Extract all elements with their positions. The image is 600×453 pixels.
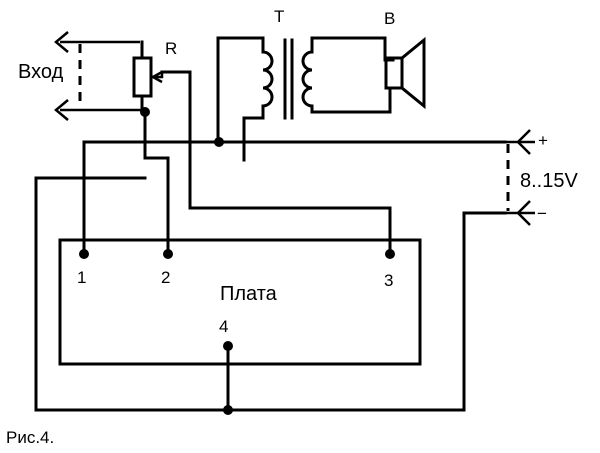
minus-label: − <box>537 204 547 223</box>
pin-1-label: 1 <box>77 268 86 287</box>
pin-2-label: 2 <box>161 268 170 287</box>
transformer-label: T <box>274 7 284 26</box>
input-label: Вход <box>18 61 64 83</box>
wiper-wire <box>160 70 392 254</box>
voltage-label: 8..15V <box>520 170 578 192</box>
wire-to-pin2 <box>143 110 170 252</box>
pin-3 <box>385 249 395 259</box>
pin-4 <box>223 341 233 351</box>
resistor-label: R <box>165 39 177 58</box>
figure-caption: Рис.4. <box>6 428 54 447</box>
transformer-icon <box>216 36 395 162</box>
arrow-jack-icon <box>516 200 531 226</box>
arrow-jack-icon <box>54 31 69 53</box>
arrow-jack-icon <box>516 129 531 155</box>
board-label: Плата <box>220 283 278 305</box>
plus-label: + <box>538 131 548 150</box>
junction-transformer <box>214 137 224 147</box>
board-outline <box>58 238 422 366</box>
potentiometer-icon <box>132 40 164 114</box>
input-jack <box>54 31 145 121</box>
negative-rail <box>462 211 507 412</box>
speaker-icon <box>384 36 426 110</box>
pin-3-label: 3 <box>384 271 393 290</box>
speaker-label: B <box>384 9 395 28</box>
arrow-jack-icon <box>54 99 69 121</box>
pin-2 <box>163 249 173 259</box>
ground-wire <box>34 176 466 412</box>
pin-1 <box>79 249 89 259</box>
pin-4-label: 4 <box>219 317 228 336</box>
